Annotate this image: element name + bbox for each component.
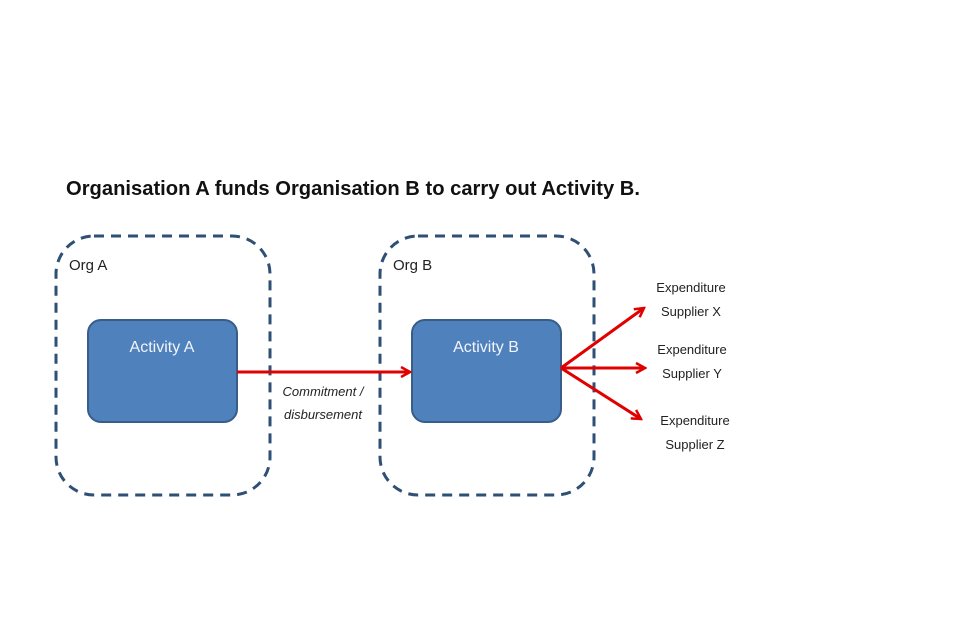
flow-label-line2: disbursement xyxy=(284,407,363,422)
expenditure-arrow-z xyxy=(560,366,641,419)
expenditure-y-line1: Expenditure xyxy=(657,342,726,357)
diagram-title: Organisation A funds Organisation B to c… xyxy=(66,178,640,200)
flow-label-line1: Commitment / xyxy=(283,384,365,399)
expenditure-arrow-x xyxy=(560,308,644,370)
org-a-boundary xyxy=(54,234,272,497)
activity-b-label: Activity B xyxy=(453,339,519,356)
expenditure-z-line2: Supplier Z xyxy=(665,437,724,452)
activity-a-box xyxy=(87,319,238,423)
expenditure-x-line1: Expenditure xyxy=(656,280,725,295)
org-b-label: Org B xyxy=(393,257,432,274)
org-b-boundary xyxy=(378,234,596,497)
org-a-label: Org A xyxy=(69,257,107,274)
activity-a-label: Activity A xyxy=(130,339,195,356)
expenditure-x-line2: Supplier X xyxy=(661,304,721,319)
expenditure-z-line1: Expenditure xyxy=(660,413,729,428)
activity-b-box xyxy=(411,319,562,423)
expenditure-y-line2: Supplier Y xyxy=(662,366,722,381)
